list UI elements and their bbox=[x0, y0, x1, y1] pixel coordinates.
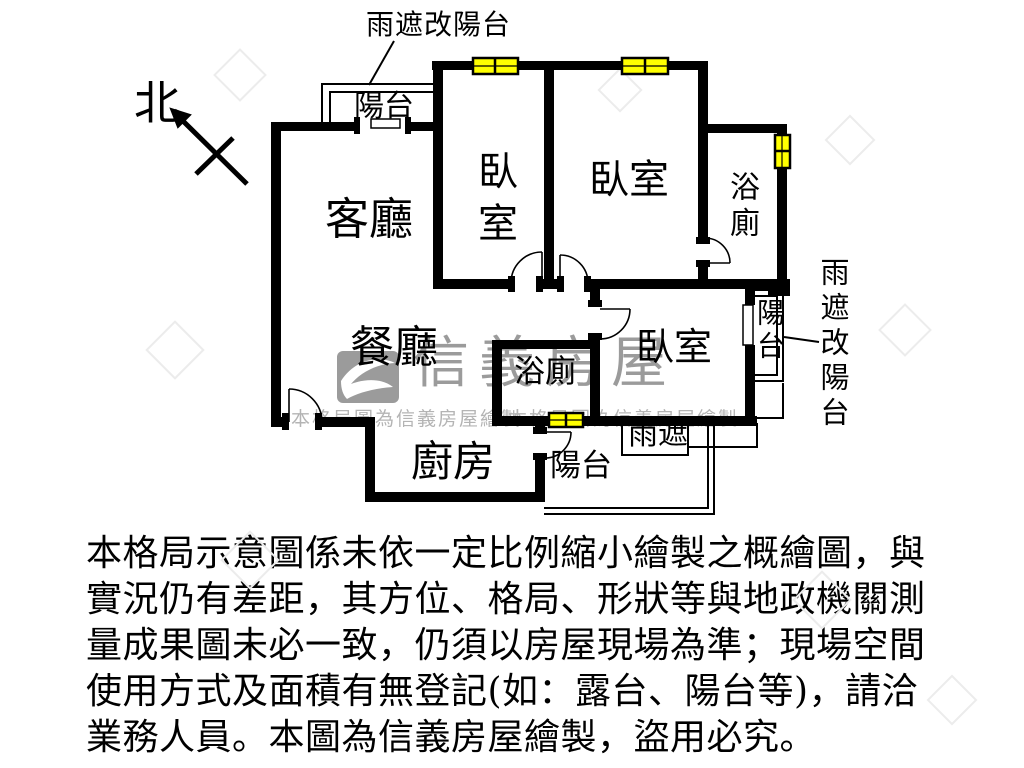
door-bathroom-top-right bbox=[704, 237, 731, 264]
window-bedroom2-icon bbox=[620, 56, 670, 76]
yellow-windows bbox=[471, 56, 792, 429]
door-bedroom1 bbox=[510, 251, 543, 284]
window-bathroom-bottom-icon bbox=[547, 411, 585, 429]
door-balcony-bottom bbox=[544, 431, 572, 459]
door-bedroom2 bbox=[559, 254, 589, 284]
window-bathroom-right-icon bbox=[773, 133, 792, 170]
window-bedroom1-icon bbox=[471, 56, 520, 76]
walls bbox=[271, 61, 790, 502]
disclaimer-line-5: 業務人員。本圖為信義房屋繪製，盜用必究。 bbox=[86, 717, 817, 758]
door-entrance bbox=[288, 388, 323, 423]
door-bedroom3 bbox=[599, 308, 631, 340]
door-arcs bbox=[288, 237, 731, 459]
sliding-window-symbol bbox=[370, 118, 401, 129]
disclaimer-line-3: 量成果圖未必一致，仍須以房屋現場為準；現場空間 bbox=[86, 625, 926, 666]
sinyi-logo-swoosh bbox=[341, 359, 395, 399]
background-diamond-watermarks bbox=[145, 48, 978, 726]
sinyi-logo-icon bbox=[337, 351, 399, 403]
disclaimer-line-2: 實況仍有差距，其方位、格局、形狀等與地政機關測 bbox=[86, 579, 926, 620]
right-annotation-pointer bbox=[783, 336, 820, 343]
north-arrow-icon bbox=[169, 107, 249, 186]
top-annotation-pointer bbox=[368, 40, 395, 86]
disclaimer-line-4: 使用方式及面積有無登記(如：露台、陽台等)，請洽 bbox=[86, 671, 919, 712]
annotation-pointer-lines bbox=[368, 40, 820, 343]
